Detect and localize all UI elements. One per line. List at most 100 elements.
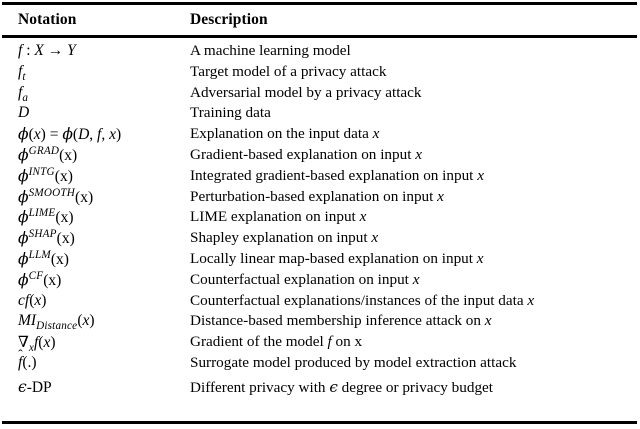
math-c: c: [18, 291, 25, 309]
cell-notation: ϕSMOOTH(x): [18, 187, 190, 208]
cell-notation: ϕSHAP(x): [18, 228, 190, 249]
desc-text: Explanation on the input data: [190, 125, 373, 143]
desc-variable: f: [327, 333, 332, 351]
table-row: ϕLLM(x) Locally linear map-based explana…: [0, 249, 640, 270]
desc-text: Gradient-based explanation on input: [190, 145, 416, 163]
cell-description: Perturbation-based explanation on input …: [190, 187, 636, 208]
math-superscript: SHAP: [28, 228, 57, 241]
cell-notation: ϕGRAD(x): [18, 145, 190, 166]
math-paren-close: ): [89, 312, 95, 330]
table-header-rule: [2, 35, 637, 38]
math-paren-open: (: [38, 334, 44, 352]
math-subscript: t: [22, 70, 26, 83]
cell-notation: ϕLLM(x): [18, 249, 190, 270]
desc-text: Counterfactual explanations/instances of…: [190, 291, 528, 309]
math-phi: ϕ: [18, 249, 29, 268]
cell-description: Shapley explanation on input x: [190, 228, 636, 249]
cell-description: Surrogate model produced by model extrac…: [190, 353, 636, 377]
cell-description: Counterfactual explanation on input x: [190, 270, 636, 291]
math-f: f: [18, 83, 23, 101]
cell-description: Gradient of the model f on x: [190, 332, 636, 353]
math-paren-open: (: [29, 291, 35, 309]
desc-variable: x: [371, 229, 379, 247]
desc-text: Shapley explanation on input: [190, 229, 372, 247]
math-argument: (x): [55, 209, 74, 227]
math-argument: (x): [75, 188, 94, 206]
math-argument: (x): [56, 230, 75, 248]
cell-notation: ft: [18, 62, 190, 83]
math-x: x: [33, 126, 41, 144]
hat-accent-icon: ˆ: [18, 346, 23, 362]
desc-text-tail: degree or privacy budget: [337, 378, 494, 396]
math-f: f: [24, 291, 30, 309]
math-Y: Y: [67, 42, 76, 59]
math-f: f: [18, 62, 23, 80]
table-row: ϕCF(x) Counterfactual explanation on inp…: [0, 270, 640, 291]
cell-description: Counterfactual explanations/instances of…: [190, 291, 636, 312]
math-phi-2: ϕ: [62, 125, 73, 144]
desc-variable: x: [412, 270, 420, 288]
math-X: X: [34, 42, 44, 59]
math-equals: =: [45, 126, 63, 144]
desc-text: Integrated gradient-based explanation on…: [190, 166, 478, 184]
math-superscript: CF: [28, 269, 44, 282]
desc-text: A machine learning model: [190, 42, 351, 59]
table-row: MIDistance(x) Distance-based membership …: [0, 311, 640, 332]
cell-notation: MIDistance(x): [18, 311, 190, 332]
table-row: ϵ-DP Different privacy with ϵ degree or …: [0, 377, 640, 398]
desc-variable: x: [477, 166, 484, 184]
math-paren-close: ): [41, 291, 47, 309]
desc-text: Locally linear map-based explanation on …: [190, 249, 477, 267]
table-row: ϕGRAD(x) Gradient-based explanation on i…: [0, 145, 640, 166]
math-superscript: SMOOTH: [28, 186, 76, 199]
desc-variable: x: [415, 145, 422, 163]
math-argument: (x): [43, 271, 62, 289]
desc-text: Perturbation-based explanation on input: [190, 187, 438, 205]
math-f: f: [33, 334, 39, 352]
cell-notation: ∇xf(x): [18, 332, 190, 355]
table-row: ∇xf(x) Gradient of the model f on x: [0, 332, 640, 355]
math-x: x: [82, 312, 90, 330]
math-colon: :: [22, 42, 35, 59]
cell-description: Gradient-based explanation on input x: [190, 145, 636, 166]
math-subscript: x: [28, 342, 34, 355]
desc-text: Target model of a privacy attack: [190, 62, 387, 80]
math-argument: (x): [50, 250, 69, 268]
cell-notation: D: [18, 103, 190, 124]
desc-variable: x: [437, 187, 444, 205]
cell-notation: f : X → Y: [18, 41, 190, 62]
math-phi: ϕ: [18, 187, 29, 206]
table-row: ϕSHAP(x) Shapley explanation on input x: [0, 228, 640, 249]
desc-variable: x: [527, 291, 535, 309]
cell-notation: ϕINTG(x): [18, 166, 190, 187]
math-nabla-icon: ∇: [18, 333, 29, 352]
math-x: x: [34, 291, 42, 309]
math-D: D: [18, 104, 30, 122]
desc-text: Gradient of the model: [190, 333, 328, 351]
cell-notation: ϵ-DP: [18, 377, 190, 398]
cell-description: Locally linear map-based explanation on …: [190, 249, 636, 270]
math-DP: DP: [31, 378, 52, 396]
table-body: f : X → Y A machine learning model ft Ta…: [0, 41, 640, 397]
math-subscript: Distance: [36, 320, 78, 333]
math-f: f: [18, 353, 23, 371]
table-row: ϕINTG(x) Integrated gradient-based expla…: [0, 166, 640, 187]
math-paren-close: ): [40, 126, 46, 144]
desc-text: Distance-based membership inference atta…: [190, 312, 485, 330]
table-row: cf(x) Counterfactual explanations/instan…: [0, 291, 640, 312]
desc-text: Counterfactual explanation on input: [190, 270, 413, 288]
math-phi: ϕ: [18, 208, 29, 227]
math-superscript: GRAD: [28, 144, 60, 157]
math-x: x: [43, 334, 51, 352]
table-row: ϕ(x) = ϕ(D, f, x) Explanation on the inp…: [0, 124, 640, 145]
desc-text: LIME explanation on input: [190, 208, 360, 226]
math-D: D: [78, 126, 90, 144]
math-f: f: [18, 42, 23, 59]
table-row: ϕLIME(x) LIME explanation on input x: [0, 207, 640, 228]
cell-notation: cf(x): [18, 291, 190, 312]
cell-notation: fa: [18, 83, 190, 104]
cell-description: Distance-based membership inference atta…: [190, 311, 636, 332]
math-paren-open-2: (: [72, 126, 79, 144]
